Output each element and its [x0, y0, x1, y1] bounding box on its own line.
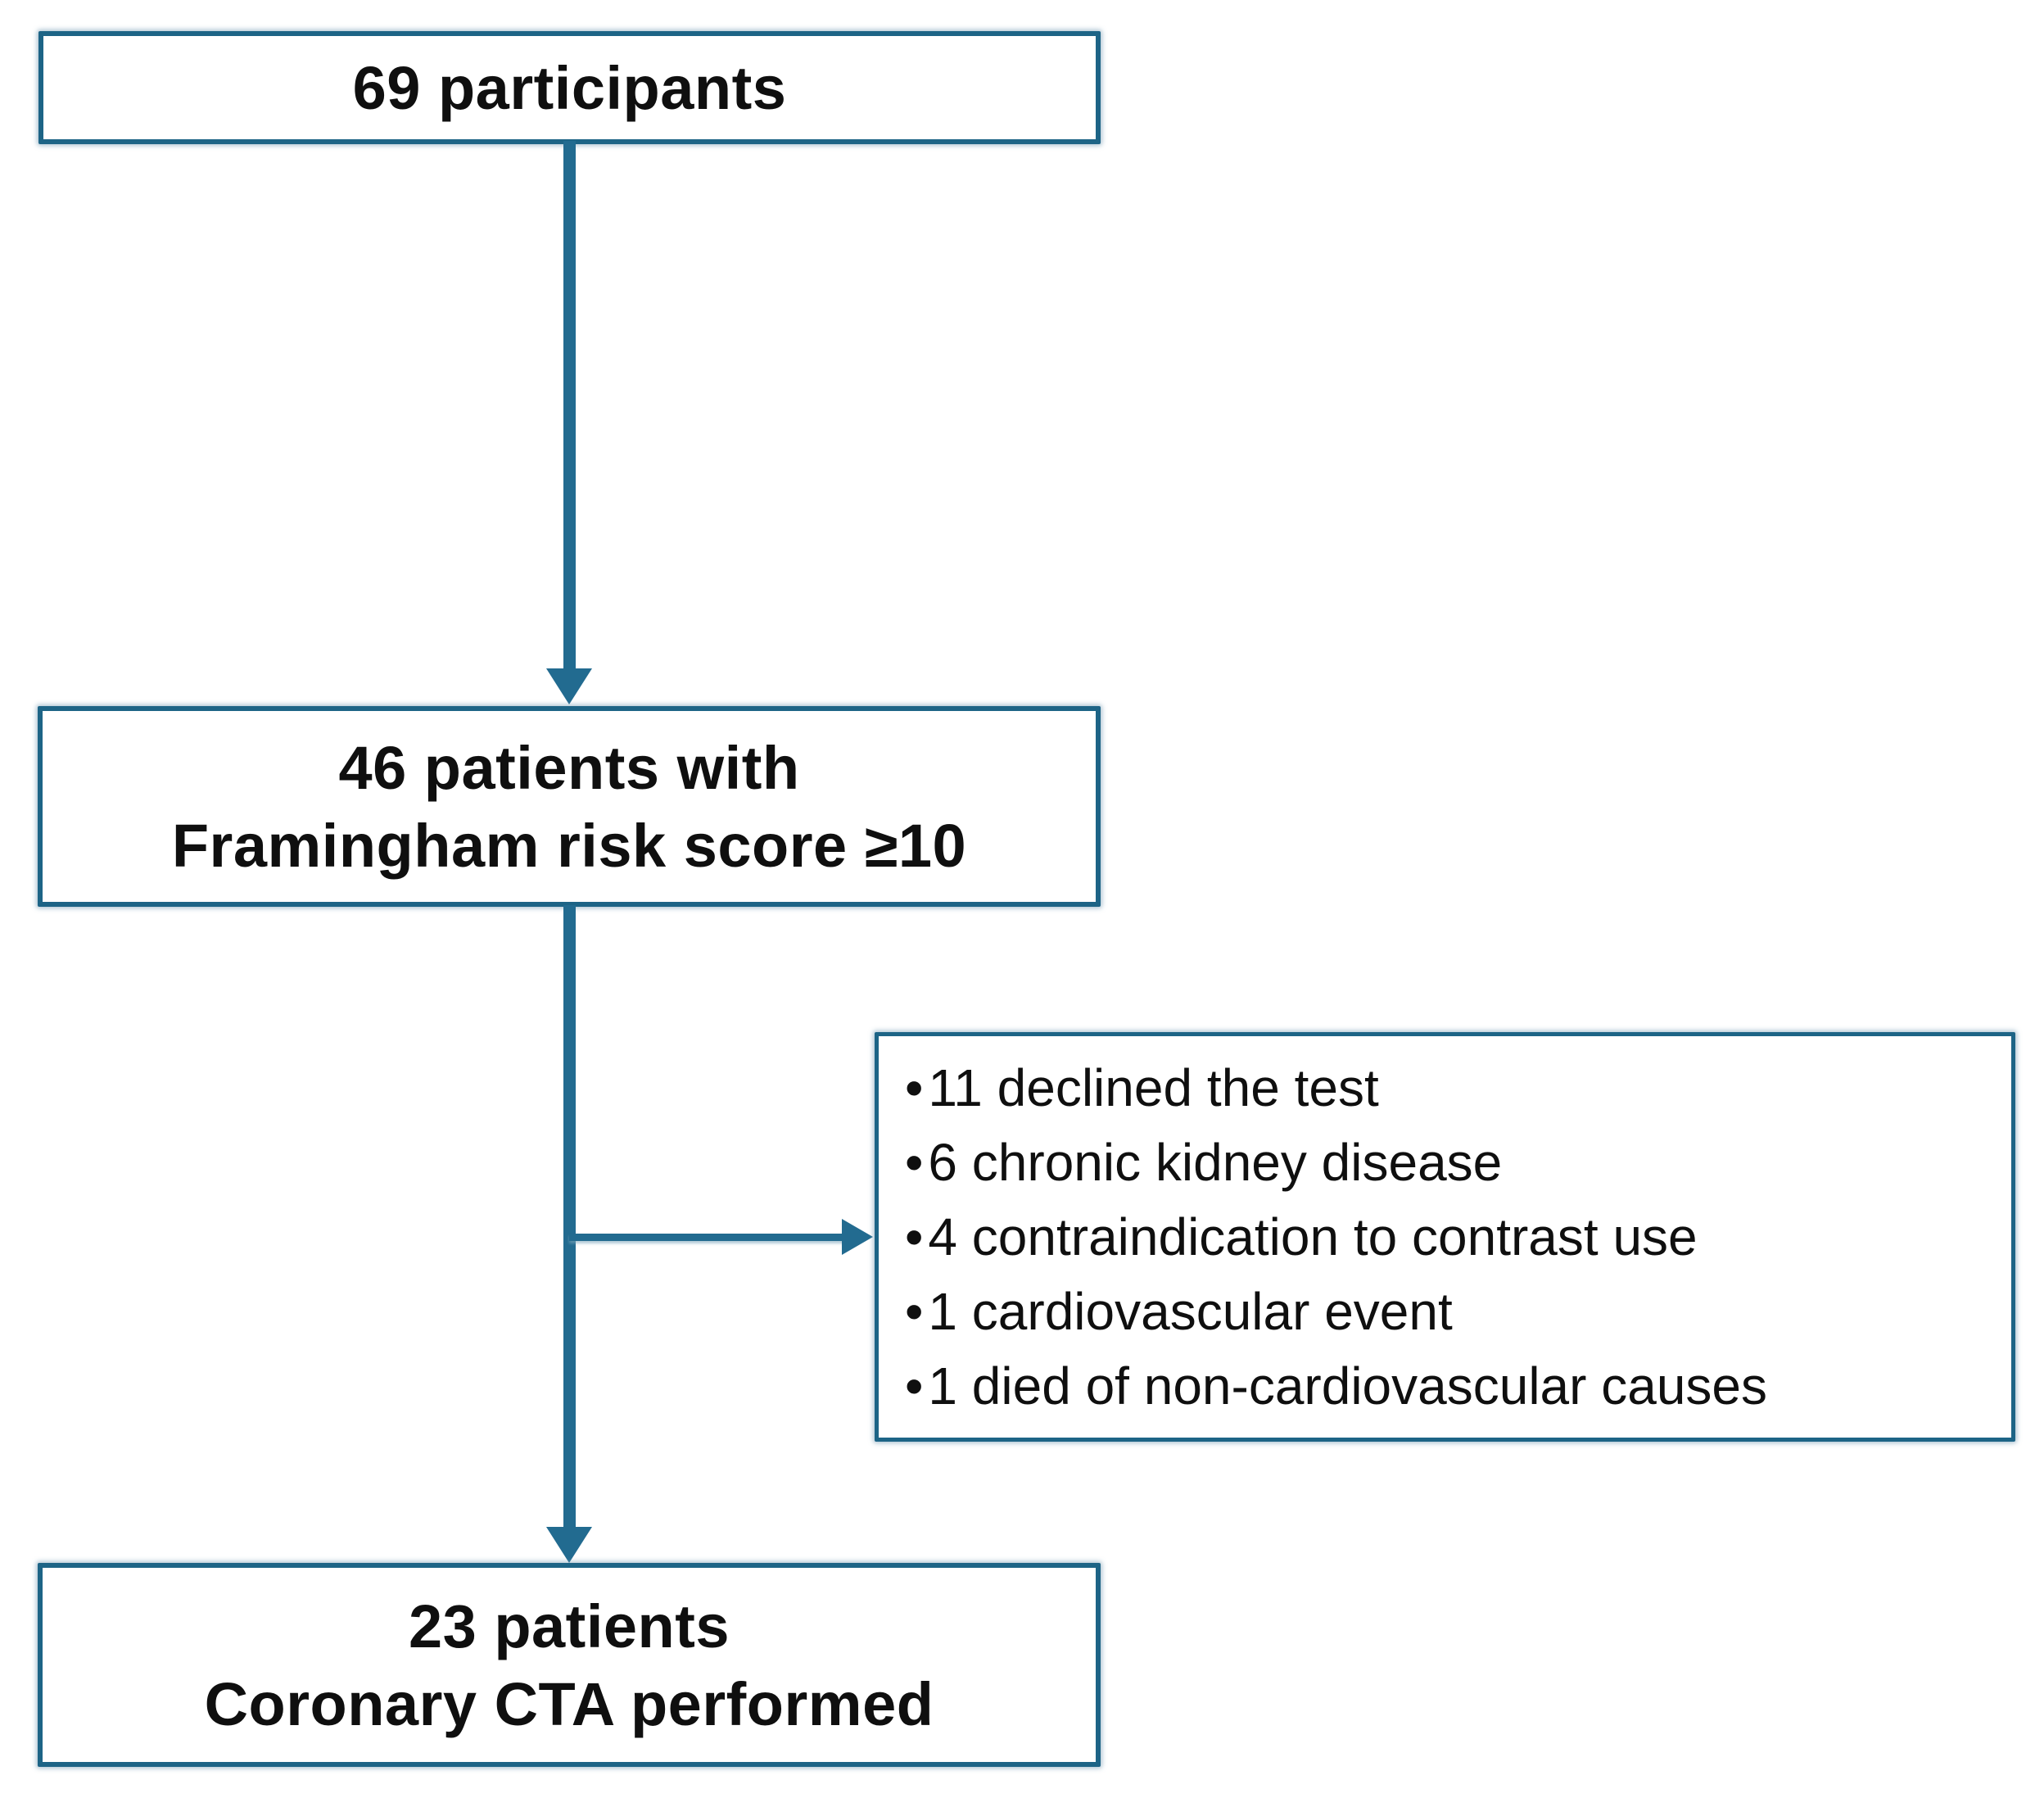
exclusion-item: • 11 declined the test	[905, 1051, 1767, 1125]
exclusions-list: • 11 declined the test • 6 chronic kidne…	[905, 1051, 1767, 1424]
arrow-down-1-head-icon	[546, 668, 592, 704]
exclusion-item: • 6 chronic kidney disease	[905, 1125, 1767, 1200]
exclusion-item: • 1 cardiovascular event	[905, 1275, 1767, 1349]
exclusion-item: • 4 contraindication to contrast use	[905, 1200, 1767, 1275]
framingham-line1: 46 patients with	[338, 733, 800, 802]
box-exclusions: • 11 declined the test • 6 chronic kidne…	[875, 1032, 2015, 1442]
arrow-right-branch-shaft	[569, 1234, 848, 1241]
bullet-icon: •	[905, 1281, 924, 1341]
arrow-down-2-head-icon	[546, 1527, 592, 1563]
box-participants: 69 participants	[38, 31, 1101, 144]
bullet-icon: •	[905, 1058, 924, 1117]
arrow-down-1-shaft	[563, 141, 576, 672]
exclusion-item-text: 6 chronic kidney disease	[928, 1132, 1503, 1192]
bullet-icon: •	[905, 1132, 924, 1192]
arrow-down-2-shaft	[563, 905, 576, 1529]
exclusion-item-text: 1 died of non-cardiovascular causes	[928, 1356, 1767, 1415]
box-framingham: 46 patients with Framingham risk score ≥…	[38, 706, 1101, 907]
arrow-right-branch-head-icon	[842, 1219, 873, 1255]
cta-line1: 23 patients	[408, 1592, 730, 1660]
exclusion-item-text: 4 contraindication to contrast use	[928, 1207, 1698, 1266]
bullet-icon: •	[905, 1356, 924, 1415]
box-cta-performed: 23 patients Coronary CTA performed	[38, 1563, 1101, 1767]
exclusion-item-text: 11 declined the test	[928, 1058, 1379, 1117]
bullet-icon: •	[905, 1207, 924, 1266]
exclusion-item: • 1 died of non-cardiovascular causes	[905, 1349, 1767, 1424]
framingham-line2: Framingham risk score ≥10	[171, 811, 967, 880]
participants-label: 69 participants	[352, 53, 787, 122]
exclusion-item-text: 1 cardiovascular event	[928, 1281, 1453, 1341]
cta-line2: Coronary CTA performed	[204, 1669, 934, 1738]
